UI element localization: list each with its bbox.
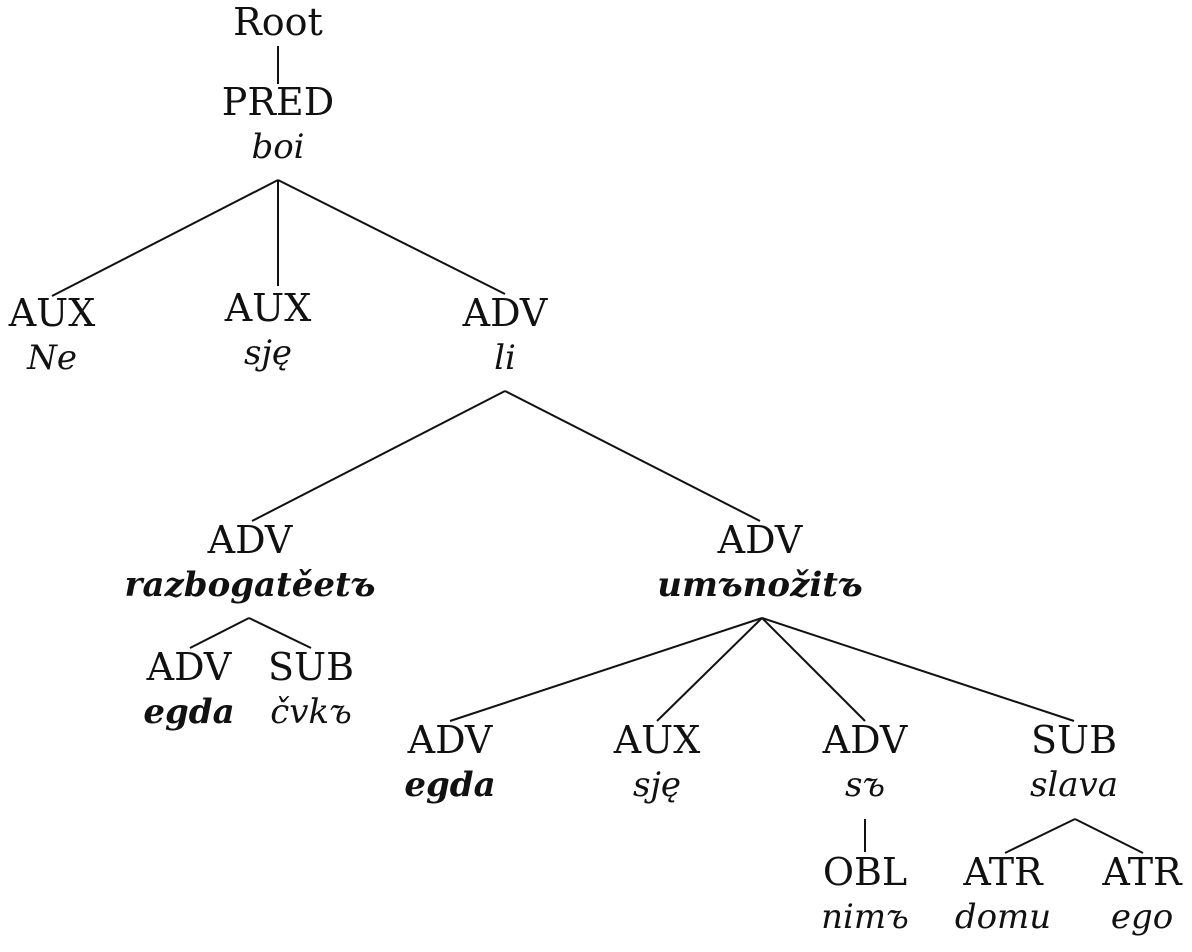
node-aux-sje-1: AUX sję [225, 286, 312, 376]
node-aux-sje-2: AUX sję [614, 718, 701, 808]
node-sub-cvk-label: SUB [268, 645, 354, 689]
node-aux-sje-1-label: AUX [224, 286, 312, 330]
edge-pred-aux-ne [51, 179, 279, 297]
node-aux-ne-word: Ne [27, 338, 77, 378]
node-adv-razbogateet: ADV razbogatěetъ [125, 518, 376, 608]
node-pred-label: PRED [221, 80, 335, 124]
node-root-label: Root [233, 0, 323, 44]
node-adv-egda-1-label: ADV [146, 645, 232, 689]
node-sub-cvk: SUB čvkъ [268, 645, 354, 735]
node-sub-cvk-word: čvkъ [270, 692, 352, 732]
node-adv-s: ADV sъ [823, 718, 908, 808]
node-pred-word: boi [251, 127, 305, 167]
node-adv-s-label: ADV [822, 718, 908, 762]
node-adv-egda-2: ADV egda [404, 718, 495, 808]
node-aux-ne: AUX Ne [9, 291, 96, 381]
node-atr-domu: ATR domu [955, 850, 1051, 940]
node-adv-li-label: ADV [462, 291, 548, 335]
edge-umnozit-slava [761, 617, 1075, 722]
node-obl-nim-word: nimъ [821, 897, 909, 937]
node-root: Root [233, 0, 323, 44]
edge-pred-adv-li [277, 179, 506, 295]
node-obl-nim: OBL nimъ [821, 850, 909, 940]
node-sub-slava-label: SUB [1031, 718, 1117, 762]
node-adv-umnozit-label: ADV [717, 518, 803, 562]
node-adv-umnozit: ADV umъnožitъ [657, 518, 862, 608]
edge-umnozit-sje [656, 617, 763, 722]
node-sub-slava: SUB slava [1030, 718, 1118, 808]
node-sub-slava-word: slava [1029, 765, 1119, 805]
edge-li-umnozit [504, 390, 761, 522]
edge-slava-atr-domu [1004, 818, 1076, 854]
node-adv-egda-1-word: egda [143, 692, 235, 732]
node-atr-domu-label: ATR [963, 850, 1043, 894]
edge-razbogateet-cvk [248, 617, 312, 649]
node-atr-ego: ATR ego [1102, 850, 1181, 940]
node-adv-egda-2-label: ADV [407, 718, 493, 762]
node-adv-s-word: sъ [844, 765, 886, 805]
node-pred: PRED boi [222, 80, 334, 170]
edge-slava-atr-ego [1074, 818, 1144, 854]
node-adv-umnozit-word: umъnožitъ [657, 565, 863, 605]
node-obl-nim-label: OBL [822, 850, 908, 894]
edge-razbogateet-egda [189, 617, 250, 649]
node-adv-li-word: li [494, 338, 516, 378]
node-adv-li: ADV li [463, 291, 548, 381]
node-aux-sje-2-word: sję [632, 765, 682, 805]
node-atr-domu-word: domu [954, 897, 1052, 937]
node-adv-egda-1: ADV egda [143, 645, 234, 735]
node-aux-ne-label: AUX [8, 291, 96, 335]
node-atr-ego-word: ego [1110, 897, 1174, 937]
node-adv-razbogateet-word: razbogatěetъ [124, 565, 376, 605]
node-aux-sje-2-label: AUX [613, 718, 701, 762]
edge-umnozit-egda [449, 617, 763, 722]
node-atr-ego-label: ATR [1102, 850, 1182, 894]
node-adv-razbogateet-label: ADV [207, 518, 293, 562]
edge-umnozit-s [761, 617, 866, 722]
node-aux-sje-1-word: sję [243, 333, 293, 373]
edge-li-razbogateet [251, 390, 506, 522]
node-adv-egda-2-word: egda [404, 765, 496, 805]
